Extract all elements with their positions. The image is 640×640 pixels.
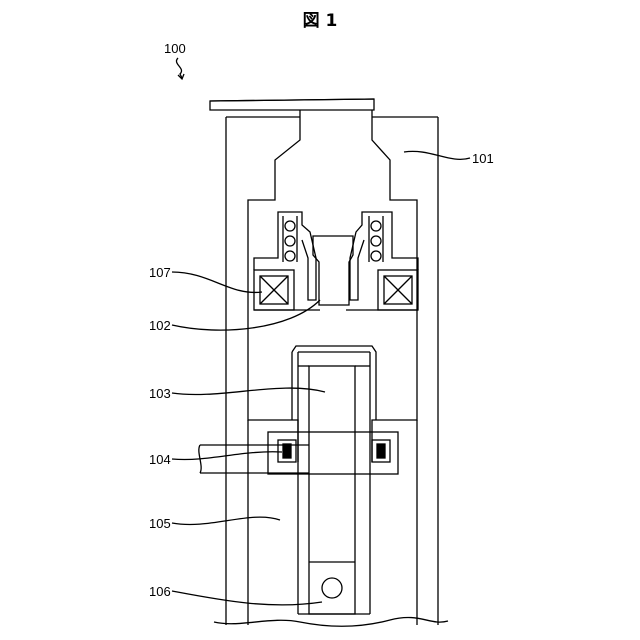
leader-101	[404, 151, 470, 159]
leader-102	[172, 300, 320, 330]
coil-107-left	[254, 212, 320, 310]
break-line	[214, 617, 448, 626]
rod-103	[298, 352, 370, 614]
leader-104	[172, 452, 282, 460]
top-cap-plate-line	[210, 99, 374, 101]
pin-106	[322, 578, 342, 598]
leader-100	[176, 58, 182, 78]
cross-shaft	[199, 445, 309, 473]
spring-balls-right	[369, 216, 383, 262]
leader-106	[172, 591, 322, 605]
rod-guide	[292, 346, 376, 420]
bearing-104	[268, 432, 398, 474]
housing-101	[226, 110, 438, 625]
coil-107-right	[346, 212, 418, 310]
plunger-102	[313, 236, 353, 305]
spring-balls-left	[283, 216, 297, 262]
